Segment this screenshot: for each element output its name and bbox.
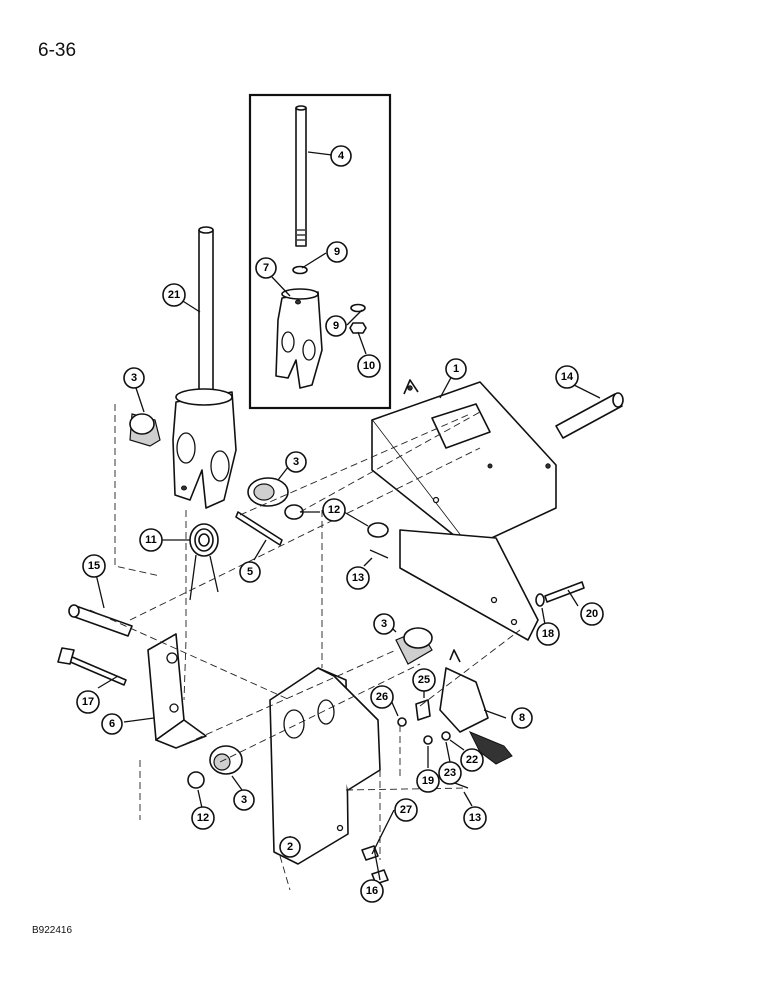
svg-text:3: 3	[131, 372, 137, 384]
svg-text:3: 3	[293, 456, 299, 468]
svg-text:2: 2	[287, 841, 293, 853]
callout-12-lower: 12	[191, 806, 215, 830]
svg-text:6: 6	[109, 718, 115, 730]
svg-text:9: 9	[333, 320, 339, 332]
washer-part-12-c	[187, 771, 205, 789]
mounting-bracket-part-1	[371, 379, 557, 641]
shift-lever-part-21	[172, 226, 237, 509]
svg-text:11: 11	[145, 534, 157, 546]
washer-part-9	[292, 265, 308, 275]
svg-text:22: 22	[466, 754, 478, 766]
callout-8: 8	[511, 707, 533, 729]
washer-part-9b	[350, 303, 366, 313]
svg-text:8: 8	[519, 712, 525, 724]
bushing-part-3-center	[395, 627, 433, 665]
svg-text:17: 17	[82, 696, 94, 708]
callout-23: 23	[438, 761, 462, 785]
callout-13-upper: 13	[346, 566, 370, 590]
callout-9-lower: 9	[325, 315, 347, 337]
callout-4: 4	[330, 145, 352, 167]
callout-17: 17	[76, 690, 100, 714]
callout-6: 6	[101, 713, 123, 735]
nut-part-10	[349, 322, 367, 334]
callout-16: 16	[360, 879, 384, 903]
rod-part-4	[295, 107, 307, 247]
svg-text:15: 15	[88, 560, 100, 572]
inset-panel	[248, 93, 392, 410]
callout-3-lower: 3	[233, 789, 255, 811]
pin-part-14	[555, 392, 624, 439]
bushing-part-3-upper-left	[129, 413, 161, 447]
callout-3-upper-right: 3	[285, 451, 307, 473]
bolt-part-20	[544, 581, 585, 603]
callout-14: 14	[555, 365, 579, 389]
svg-text:21: 21	[168, 289, 180, 301]
svg-text:7: 7	[263, 262, 269, 274]
callout-18: 18	[536, 622, 560, 646]
page-number: 6-36	[38, 40, 77, 61]
svg-text:27: 27	[400, 804, 412, 816]
svg-text:13: 13	[469, 812, 481, 824]
svg-text:10: 10	[363, 360, 375, 372]
svg-text:23: 23	[444, 767, 456, 779]
callout-5: 5	[239, 561, 261, 583]
callout-7: 7	[255, 257, 277, 279]
svg-text:3: 3	[241, 794, 247, 806]
svg-text:12: 12	[328, 504, 340, 516]
callout-15: 15	[82, 554, 106, 578]
svg-text:4: 4	[338, 150, 345, 162]
svg-text:19: 19	[422, 775, 434, 787]
washer-part-18	[535, 593, 545, 607]
svg-text:5: 5	[247, 566, 253, 578]
cotter-pin-part-13-a	[369, 549, 389, 559]
washer-part-26	[397, 717, 407, 727]
svg-text:20: 20	[586, 608, 598, 620]
callout-1: 1	[445, 358, 467, 380]
pivot-bracket-part-2	[269, 667, 381, 865]
callout-11: 11	[139, 528, 163, 552]
callout-2: 2	[279, 836, 301, 858]
svg-text:1: 1	[453, 363, 459, 375]
callout-10: 10	[357, 354, 381, 378]
callout-9-upper: 9	[326, 241, 348, 263]
plunger-part-25	[415, 699, 431, 721]
spring-part-11	[189, 523, 219, 601]
nut-part-23	[441, 731, 451, 741]
figure-code: B922416	[32, 925, 73, 936]
svg-text:14: 14	[561, 371, 574, 383]
svg-text:13: 13	[352, 572, 364, 584]
washer-part-12-b	[367, 522, 389, 538]
callout-12-upper: 12	[322, 498, 346, 522]
callout-20: 20	[580, 602, 604, 626]
svg-text:16: 16	[366, 885, 378, 897]
callout-25: 25	[412, 668, 436, 692]
callout-3-upper-left: 3	[123, 367, 145, 389]
switch-part-8	[439, 649, 513, 765]
callout-26: 26	[370, 685, 394, 709]
svg-text:12: 12	[197, 812, 209, 824]
pin-part-15	[71, 605, 133, 637]
svg-text:26: 26	[376, 691, 388, 703]
angle-bracket-part-6	[147, 633, 207, 749]
svg-text:3: 3	[381, 618, 387, 630]
callout-21: 21	[162, 283, 186, 307]
pin-part-5	[235, 511, 283, 546]
svg-text:9: 9	[334, 246, 340, 258]
clevis-part-7	[275, 291, 323, 389]
callout-27: 27	[394, 798, 418, 822]
callout-22: 22	[460, 748, 484, 772]
callout-13-lower: 13	[463, 806, 487, 830]
bolt-part-17	[67, 655, 127, 686]
svg-text:25: 25	[418, 674, 430, 686]
svg-text:18: 18	[542, 628, 554, 640]
alignment-lines	[89, 404, 521, 891]
callout-19: 19	[416, 769, 440, 793]
bushing-part-3-upper-right	[247, 477, 289, 507]
callout-3-center: 3	[373, 613, 395, 635]
bushing-part-3-lower	[209, 745, 243, 775]
washer-part-19	[423, 735, 433, 745]
